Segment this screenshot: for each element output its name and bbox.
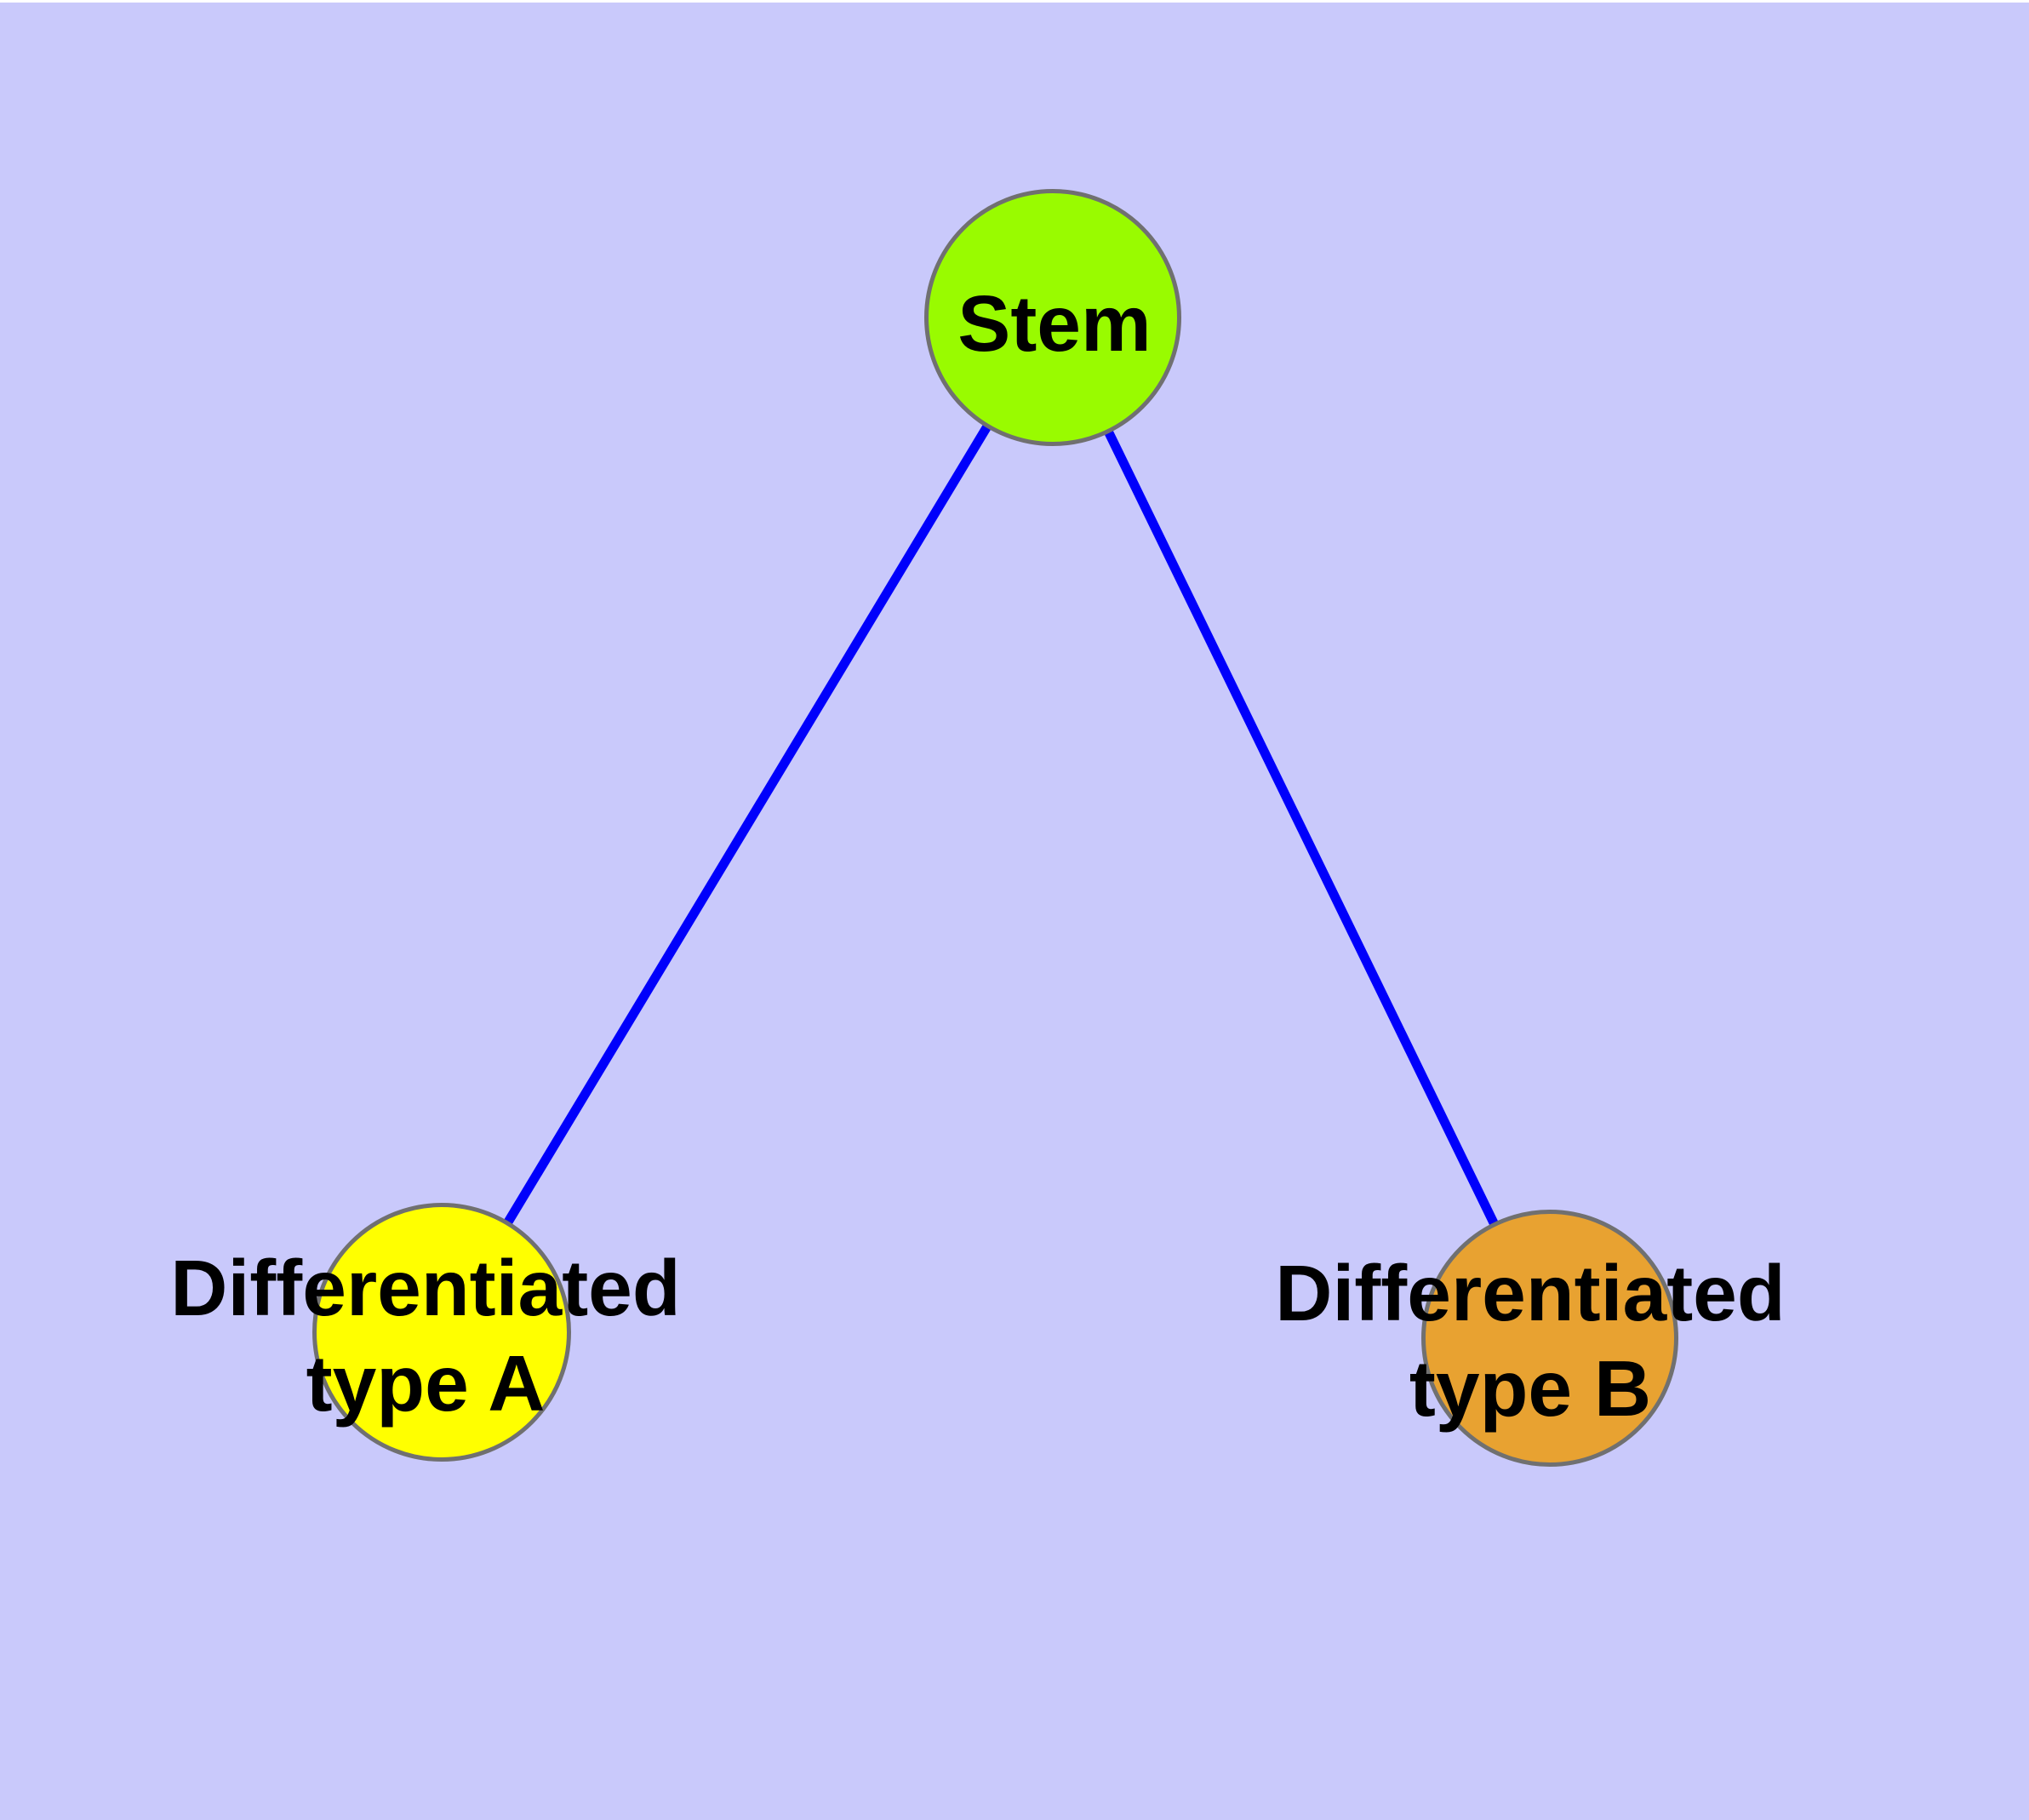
node-label-differentiated-type-a: Differentiated type A xyxy=(170,1240,680,1431)
label-line: Differentiated xyxy=(1275,1249,1786,1337)
node-stem xyxy=(924,189,1181,446)
label-line: Stem xyxy=(957,279,1152,368)
node-label-stem: Stem xyxy=(957,276,1151,371)
edge-stem-to-type-a xyxy=(437,315,1057,1335)
edge-stem-to-type-b xyxy=(1049,315,1554,1341)
node-label-differentiated-type-b: Differentiated type B xyxy=(1275,1245,1785,1436)
node-differentiated-type-b xyxy=(1421,1210,1678,1467)
top-border-strip xyxy=(0,0,2029,3)
node-differentiated-type-a xyxy=(312,1203,571,1462)
label-line: type A xyxy=(306,1339,546,1428)
label-line: type B xyxy=(1409,1344,1652,1433)
label-line: Differentiated xyxy=(170,1244,681,1332)
